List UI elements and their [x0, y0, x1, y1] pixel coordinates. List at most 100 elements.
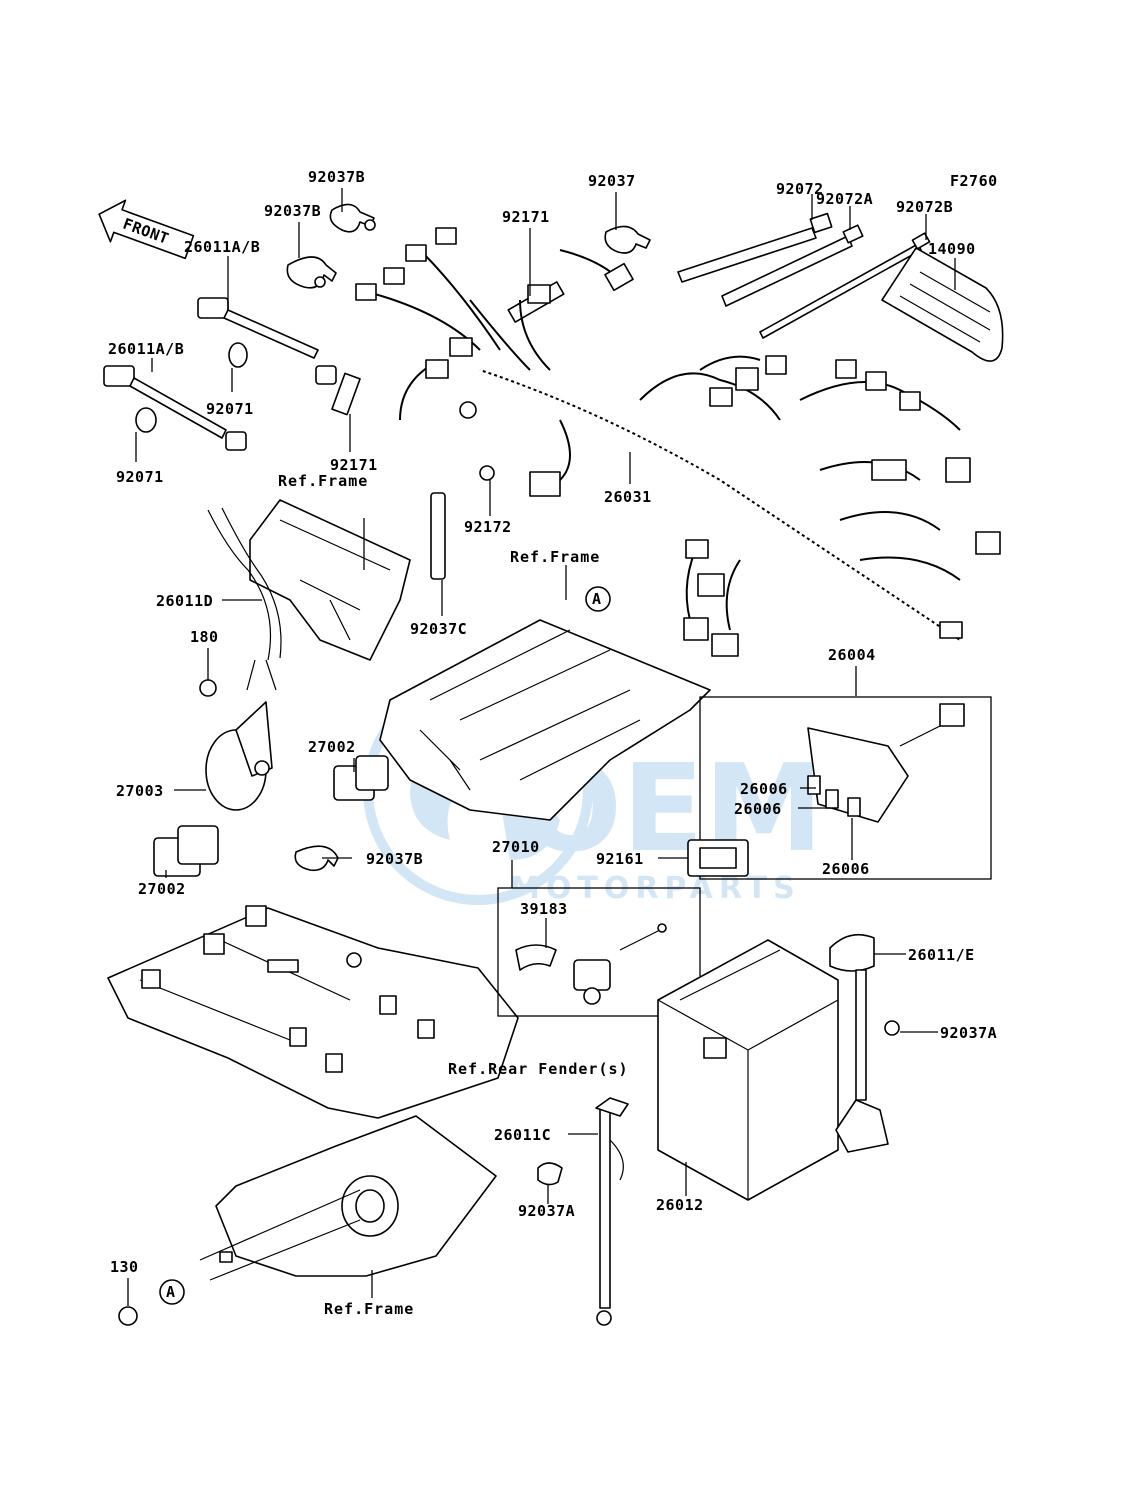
connector-icon — [527, 284, 551, 304]
part-label: 92161 — [596, 850, 644, 868]
connector-icon — [685, 539, 709, 559]
part-label: 27002 — [308, 738, 356, 756]
wire-26011D-icon — [207, 507, 282, 691]
fuse-26006-icons — [807, 775, 861, 817]
ref-label: Ref.Frame — [324, 1300, 414, 1318]
part-label: 26011D — [156, 592, 213, 610]
callout-a2-label: A — [166, 1283, 176, 1301]
part-label: 130 — [110, 1258, 139, 1276]
callout-a2: A — [159, 1279, 185, 1305]
part-label: 92037A — [518, 1202, 575, 1220]
part-label: 92037A — [940, 1024, 997, 1042]
frame-bracket-icon — [249, 499, 411, 661]
part-label: 26011C — [494, 1126, 551, 1144]
battery-26012-icon — [657, 939, 839, 1201]
bottom-frame-icon — [199, 1115, 497, 1281]
screw-92172-icon — [479, 465, 495, 481]
cable-tie-92072-icon — [677, 212, 833, 283]
ref-label: Ref.Rear Fender(s) — [448, 1060, 629, 1078]
connector-icon — [405, 244, 427, 262]
relay-27002-b-icon — [153, 825, 219, 877]
part-label: 26004 — [828, 646, 876, 664]
wiring-harness-26031 — [355, 227, 1001, 657]
part-label: 180 — [190, 628, 219, 646]
part-label: 92071 — [116, 468, 164, 486]
part-label: 92037B — [308, 168, 365, 186]
part-label: 26011A/B — [184, 238, 260, 256]
grommet-92071-b-icon — [135, 407, 157, 433]
part-label: 27010 — [492, 838, 540, 856]
relay-27002-a-icon — [333, 755, 389, 801]
connector-icon — [355, 283, 377, 301]
clip-92037-icon — [604, 225, 651, 254]
part-label: 92172 — [464, 518, 512, 536]
box-26004 — [699, 696, 992, 880]
ref-label: Ref.Frame — [510, 548, 600, 566]
part-label: 92072A — [816, 190, 873, 208]
clip-92037B-top-icon — [329, 203, 376, 233]
part-label: 92037 — [588, 172, 636, 190]
callout-a1-label: A — [592, 590, 602, 608]
connector-icon — [683, 617, 709, 641]
grommet-92071-a-icon — [228, 342, 248, 368]
connector-icon — [709, 387, 733, 407]
box-27010 — [497, 887, 701, 1017]
cap-92161-icon — [687, 839, 749, 877]
connector-icon — [449, 337, 473, 357]
sensor-26011AB-top-icon — [197, 297, 337, 385]
clip-92037A-b-icon — [537, 1162, 563, 1186]
connector-icon — [835, 359, 857, 379]
bolt-180-icon — [199, 679, 217, 697]
callout-a1: A — [585, 586, 611, 612]
part-label: 92171 — [502, 208, 550, 226]
cable-26011E-icon — [829, 933, 900, 1153]
part-label: 26011/E — [908, 946, 975, 964]
strap-92171-low-icon — [331, 372, 361, 416]
main-frame-icon — [379, 619, 711, 821]
strap-92037C-icon — [430, 492, 446, 580]
sensor-26011AB-low-icon — [103, 365, 247, 451]
part-label: 92171 — [330, 456, 378, 474]
part-label: 26012 — [656, 1196, 704, 1214]
connector-icon — [383, 267, 405, 285]
part-label: 27002 — [138, 880, 186, 898]
part-label: 92071 — [206, 400, 254, 418]
part-label: 92072 — [776, 180, 824, 198]
bolt-130-icon — [118, 1306, 138, 1326]
horn-27003-icon — [205, 701, 273, 811]
connector-icon — [765, 355, 787, 375]
clip-92037B-left-icon — [286, 256, 337, 289]
cover-14090-icon — [881, 247, 1004, 362]
connector-icon — [735, 367, 759, 391]
part-label: 26011A/B — [108, 340, 184, 358]
battery-tray-icon — [107, 905, 519, 1119]
part-label: 92037B — [366, 850, 423, 868]
part-label: 92037C — [410, 620, 467, 638]
part-label: 27003 — [116, 782, 164, 800]
connector-icon — [529, 471, 561, 497]
part-label: 26006 — [740, 780, 788, 798]
connector-icon — [604, 262, 634, 292]
front-arrow-icon: FRONT — [98, 199, 195, 260]
part-label: 26006 — [822, 860, 870, 878]
connector-icon — [459, 401, 477, 419]
part-label: 92037B — [264, 202, 321, 220]
ref-label: Ref.Frame — [278, 472, 368, 490]
connector-icon — [939, 621, 963, 639]
clip-92037B-mid-icon — [294, 845, 339, 872]
switch-39183-icon — [515, 923, 667, 1005]
connector-icon — [697, 573, 725, 597]
connector-icon — [425, 359, 449, 379]
connector-icon — [435, 227, 457, 245]
connector-icon — [871, 459, 907, 481]
part-label: 92072B — [896, 198, 953, 216]
leader-lines — [127, 188, 956, 1306]
cable-26011C-icon — [595, 1097, 629, 1326]
connector-icon — [899, 391, 921, 411]
part-label: 26031 — [604, 488, 652, 506]
connector-icon — [711, 633, 739, 657]
connector-icon — [945, 457, 971, 483]
diagram-code: F2760 — [950, 172, 998, 190]
part-label: 26006 — [734, 800, 782, 818]
